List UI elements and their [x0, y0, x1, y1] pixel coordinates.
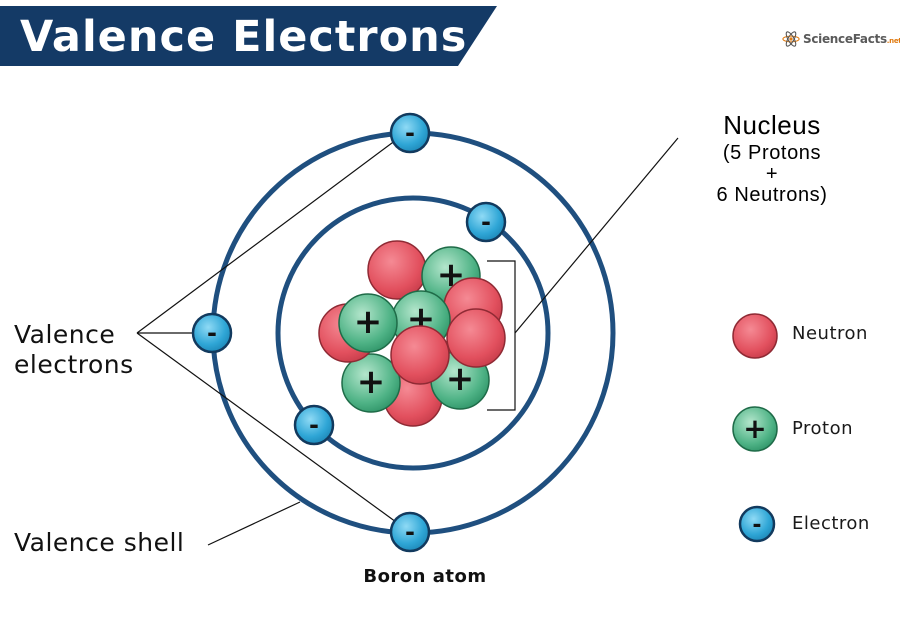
title-banner — [0, 6, 497, 66]
electron: - — [389, 511, 431, 553]
svg-text:-: - — [405, 518, 415, 546]
neutron — [367, 240, 427, 300]
page-title: Valence Electrons — [20, 12, 468, 62]
svg-text:+: + — [354, 302, 383, 342]
nucleus-neutrons: 6 Neutrons) — [716, 184, 828, 206]
atom-icon — [782, 31, 800, 47]
nucleus-plus: + — [765, 163, 779, 185]
svg-text:-: - — [752, 513, 761, 538]
svg-text:-: - — [309, 411, 319, 439]
nucleus: + + + + + — [318, 240, 506, 427]
svg-text:+: + — [357, 362, 386, 402]
electron: - — [191, 312, 233, 354]
legend-electron-symbol: - — [738, 505, 776, 543]
svg-text:-: - — [481, 208, 491, 236]
valence-electrons-label-line2: electrons — [14, 350, 134, 379]
electron: - — [293, 404, 335, 446]
neutron — [446, 308, 506, 368]
valence-electrons-label-line1: Valence — [14, 320, 116, 349]
brand-name: ScienceFacts.net — [803, 32, 900, 46]
pointer-lines — [136, 137, 679, 546]
legend-neutron-symbol — [732, 313, 778, 359]
svg-text:-: - — [405, 119, 415, 147]
svg-text:-: - — [207, 319, 217, 347]
valence-shell-label: Valence shell — [14, 528, 185, 557]
nucleus-title: Nucleus — [723, 110, 821, 140]
proton: + — [341, 353, 401, 413]
inner-shell — [275, 195, 551, 471]
legend-neutron-label: Neutron — [792, 323, 868, 344]
diagram-caption: Boron atom — [363, 566, 487, 587]
svg-text:+: + — [743, 412, 766, 445]
nucleus-protons: (5 Protons — [722, 142, 822, 164]
electron: - — [465, 201, 507, 243]
legend-proton-symbol: + — [732, 406, 778, 452]
nucleus-label: Nucleus (5 Protons + 6 Neutrons) — [662, 110, 882, 206]
proton: + — [338, 293, 398, 353]
legend-proton-label: Proton — [792, 418, 854, 439]
legend-electron-label: Electron — [792, 513, 870, 534]
electron: - — [389, 112, 431, 154]
brand-logo: ScienceFacts.net — [782, 30, 900, 48]
neutron — [390, 325, 450, 385]
